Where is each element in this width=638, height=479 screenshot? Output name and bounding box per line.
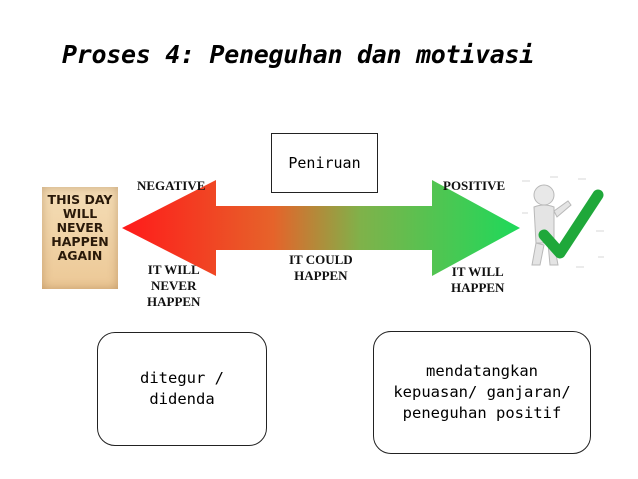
checkmark-person-icon [522,176,604,268]
page-title: Proses 4: Peneguhan dan motivasi [62,40,535,69]
arrow-shape [122,180,520,276]
right-outcome-box: mendatangkan kepuasan/ ganjaran/ peneguh… [373,331,591,454]
left-outcome-text: ditegur / didenda [140,369,224,408]
label-never-happen: IT WILL NEVER HAPPEN [147,262,201,309]
poster-text: THIS DAY WILL NEVER HAPPEN AGAIN [47,192,113,263]
label-positive: POSITIVE [443,178,506,193]
poster-image: THIS DAY WILL NEVER HAPPEN AGAIN [42,187,118,289]
left-outcome-box: ditegur / didenda [97,332,267,446]
label-could-happen: IT COULD HAPPEN [289,252,353,283]
center-box: Peniruan [271,133,378,193]
label-negative: NEGATIVE [137,178,206,193]
right-outcome-text: mendatangkan kepuasan/ ganjaran/ peneguh… [393,362,571,422]
center-box-label: Peniruan [288,154,361,172]
label-will-happen: IT WILL HAPPEN [451,264,505,295]
double-arrow [122,180,520,276]
